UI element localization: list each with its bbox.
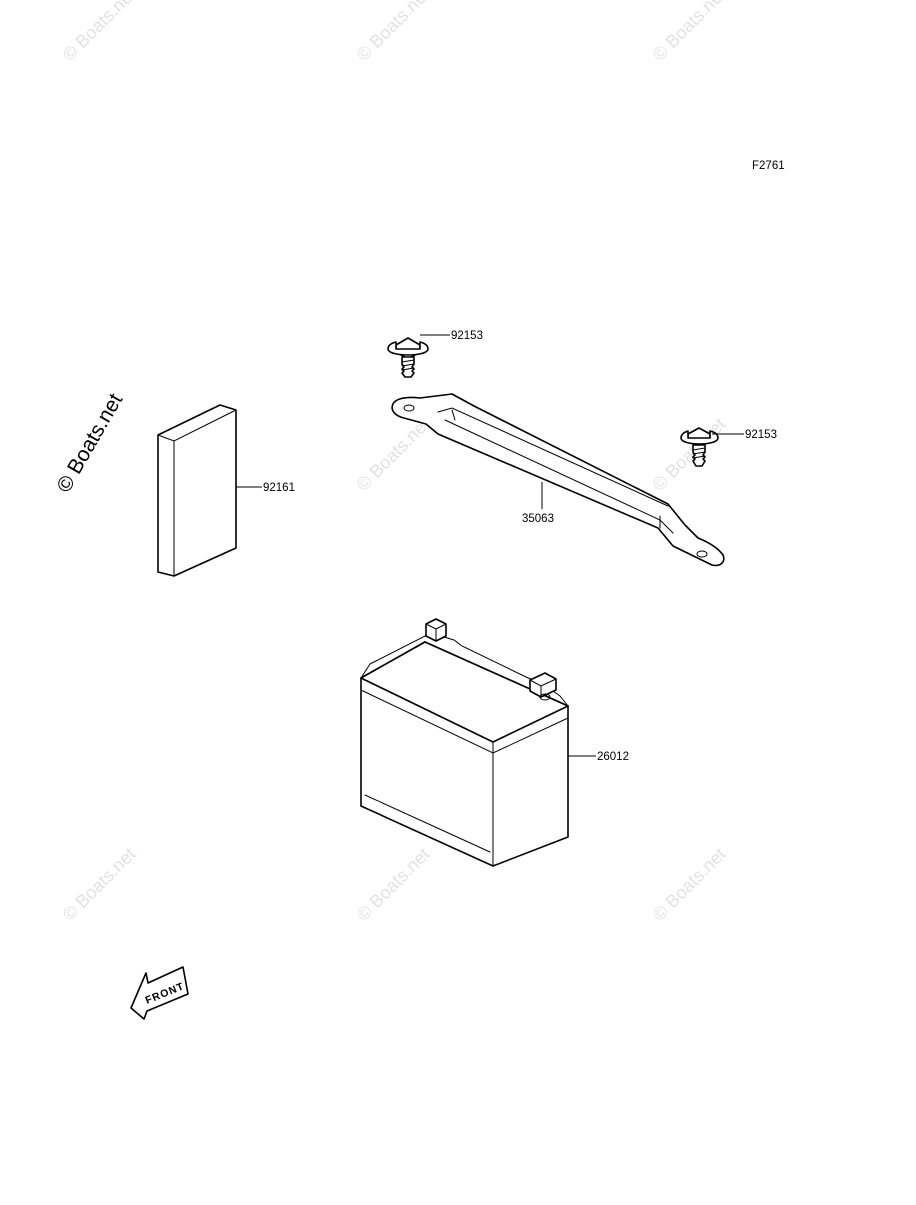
watermark: © Boats.net [353, 414, 434, 495]
watermark-dark: © Boats.net [52, 390, 127, 497]
watermark: © Boats.net [649, 414, 730, 495]
part-label-strap: 35063 [522, 513, 554, 525]
figure-code: F2761 [752, 160, 785, 172]
watermark: © Boats.net [649, 844, 730, 925]
part-label-bolt-right: 92153 [745, 429, 777, 441]
watermark: © Boats.net [353, 844, 434, 925]
watermark: © Boats.net [649, 0, 730, 65]
watermark: © Boats.net [59, 844, 140, 925]
battery [360, 618, 569, 867]
battery-pad [157, 404, 237, 577]
part-label-bolt-top: 92153 [451, 330, 483, 342]
watermark: © Boats.net [353, 0, 434, 65]
bolt-right [680, 427, 719, 467]
front-arrow-icon: FRONT [130, 966, 189, 1020]
part-label-battery: 26012 [597, 751, 629, 763]
battery-strap [391, 393, 725, 567]
part-label-pad: 92161 [263, 482, 295, 494]
bolt-top [387, 337, 429, 378]
watermark: © Boats.net [59, 0, 140, 65]
